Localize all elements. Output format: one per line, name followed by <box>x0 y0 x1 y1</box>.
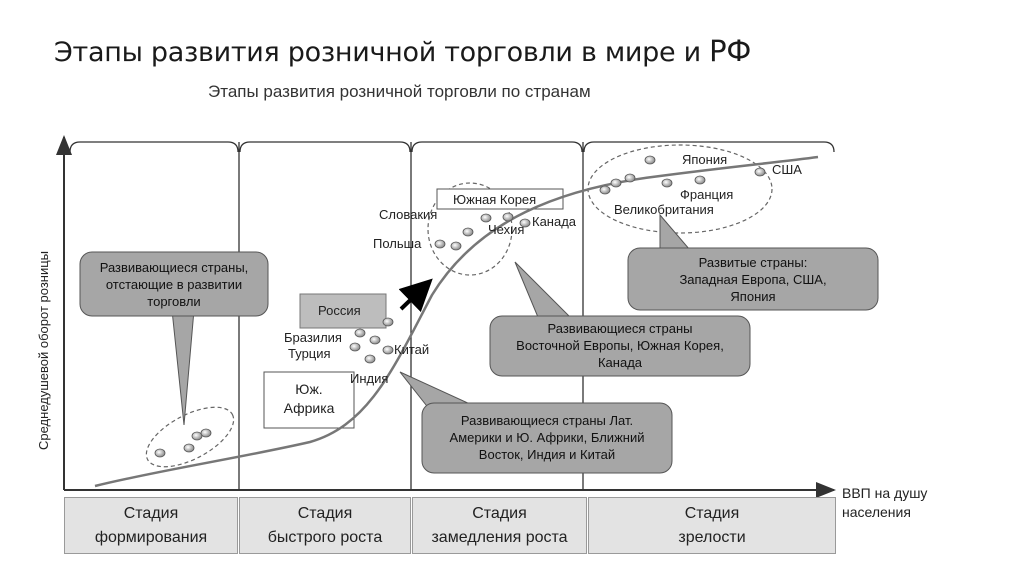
cluster-eastern-europe <box>427 182 513 276</box>
south-africa-box-bg <box>263 371 355 429</box>
label-brazil: Бразилия <box>284 330 342 345</box>
transition-arrow <box>398 278 433 313</box>
diagram-title: Этапы развития розничной торговли по стр… <box>208 82 591 101</box>
y-axis-label: Среднедушевой оборот розницы <box>36 250 51 450</box>
stage-slowing-growth: Стадия замедления роста <box>412 497 587 554</box>
stage-rapid-growth: Стадия быстрого роста <box>239 497 411 554</box>
callout-developed: Развитые страны: Западная Европа, США, Я… <box>679 255 827 304</box>
x-axis-label: ВВП на душу населения <box>842 485 928 520</box>
callout-latam-bg <box>421 402 673 474</box>
callout-eastern-europe-bg <box>489 315 751 377</box>
label-india: Индия <box>350 371 389 386</box>
label-great-britain: Великобритания <box>614 202 714 217</box>
callout-developed-bg <box>627 247 879 311</box>
callout-eastern-europe: Развивающиеся страны Восточной Европы, Ю… <box>516 321 724 370</box>
label-south-africa: Юж. Африка <box>283 381 335 416</box>
label-south-korea: Южная Корея <box>453 192 537 207</box>
label-china: Китай <box>394 342 430 357</box>
label-slovakia: Словакия <box>379 207 438 222</box>
label-czechia: Чехия <box>488 222 525 237</box>
label-canada: Канада <box>532 214 577 229</box>
label-russia: Россия <box>318 303 361 318</box>
label-japan: Япония <box>682 152 728 167</box>
callout-developing-lagging: Развивающиеся страны, отстающие в развит… <box>99 260 249 309</box>
cluster-lagging <box>145 406 235 468</box>
callout-developing-lagging-bg <box>79 251 269 317</box>
stage-formation: Стадия формирования <box>64 497 238 554</box>
label-turkey: Турция <box>288 346 331 361</box>
country-dots <box>154 155 766 458</box>
label-usa: США <box>772 162 802 177</box>
slide-title: Этапы развития розничной торговли в мире… <box>54 34 751 68</box>
callout-latam: Развивающиеся страны Лат. Америки и Ю. А… <box>449 413 645 462</box>
stage-maturity: Стадия зрелости <box>588 497 836 554</box>
south-korea-box-bg <box>436 188 564 210</box>
russia-box-bg <box>299 293 387 329</box>
label-poland: Польша <box>373 236 422 251</box>
label-france: Франция <box>680 187 734 202</box>
